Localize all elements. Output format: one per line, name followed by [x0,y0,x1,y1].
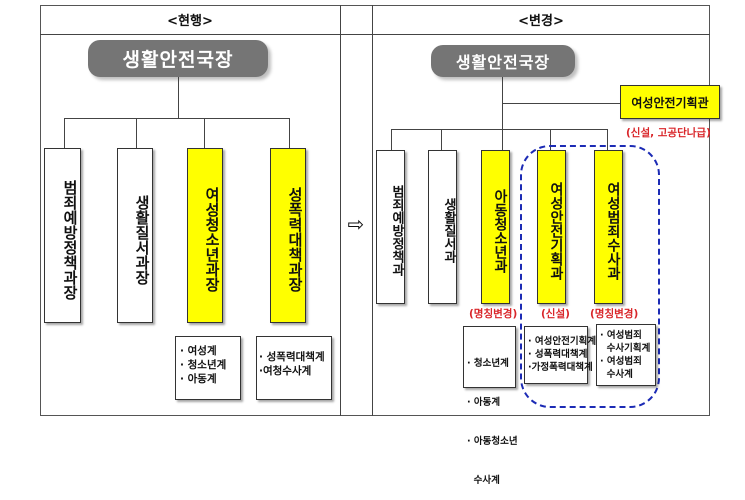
connector [391,129,607,130]
division-sexual-violence: 성폭력대책과장 [270,148,306,323]
note-renamed: (명칭변경) [469,308,518,320]
teams-sexual-violence: · 성폭력대책계 ·여청수사계 [256,336,332,400]
teams-women-youth: · 여성계 · 청소년계 · 아동계 [175,336,241,400]
division-women-youth: 여성청소년과장 [187,148,223,323]
connector [502,129,503,150]
changed-bureau-chief: 생활안전국장 [431,45,575,77]
connector [391,129,392,150]
note-new: (신설) [541,308,570,320]
team-item: · 아동청소년 [467,436,518,447]
division-crime-prevention-new: 범죄예방정책과 [376,150,405,304]
teams-child-youth: · 청소년계 · 아동계 · 아동청소년 수사계 [463,326,518,486]
connector [64,118,65,148]
team-item: · 청소년계 [180,359,227,371]
new-group-highlight [520,145,660,408]
connector [550,129,551,150]
connector [204,118,205,148]
current-header: <현행> [167,14,213,29]
comparison-table [40,5,710,416]
teams-women-safety-planning: · 여성안전기획계 · 성폭력대책계 ·가정폭력대책계 [524,326,597,384]
division-women-safety-planning: 여성안전기획과 [537,150,566,304]
connector [441,129,442,150]
team-item: 수사계 [467,475,500,486]
team-item: · 아동계 [180,373,217,385]
division-public-order-new: 생활질서과 [428,150,457,304]
team-item: 수사기획계 [600,343,651,354]
division-women-crime-investigation: 여성범죄수사과 [594,150,623,304]
team-item: · 성폭력대책계 [259,351,325,363]
team-item: · 여성범죄 [600,356,642,367]
team-item: · 여성안전기획계 [528,336,597,347]
connector [289,118,290,148]
team-item: · 성폭력대책계 [528,349,588,360]
current-bureau-chief: 생활안전국장 [88,40,268,77]
team-item: · 여성범죄 [600,330,642,341]
header-divider [40,34,710,35]
team-item: · 아동계 [467,397,501,408]
connector [607,129,608,150]
planner-note: (신설, 고공단나급) [626,127,711,139]
column-divider-right [372,5,373,416]
right-arrow-icon: ⇨ [347,212,365,236]
team-item: ·여청수사계 [259,365,312,377]
changed-header: <변경> [518,14,564,29]
division-crime-prevention: 범죄예방정책과장 [44,148,81,323]
division-public-order: 생활질서과장 [117,148,153,323]
note-renamed: (명칭변경) [590,308,639,320]
women-safety-planner: 여성안전기획관 [620,85,720,119]
team-item: · 여성계 [180,345,217,357]
team-item: ·가정폭력대책계 [528,362,593,373]
connector [136,118,137,148]
division-child-youth: 아동청소년과 [481,150,510,304]
connector [502,103,620,104]
teams-women-crime-investigation: · 여성범죄 수사기획계 · 여성범죄 수사계 [596,324,656,386]
connector [64,118,289,119]
column-divider-left [340,5,341,416]
team-item: · 청소년계 [467,358,509,369]
team-item: 수사계 [600,369,633,380]
connector [178,77,179,118]
